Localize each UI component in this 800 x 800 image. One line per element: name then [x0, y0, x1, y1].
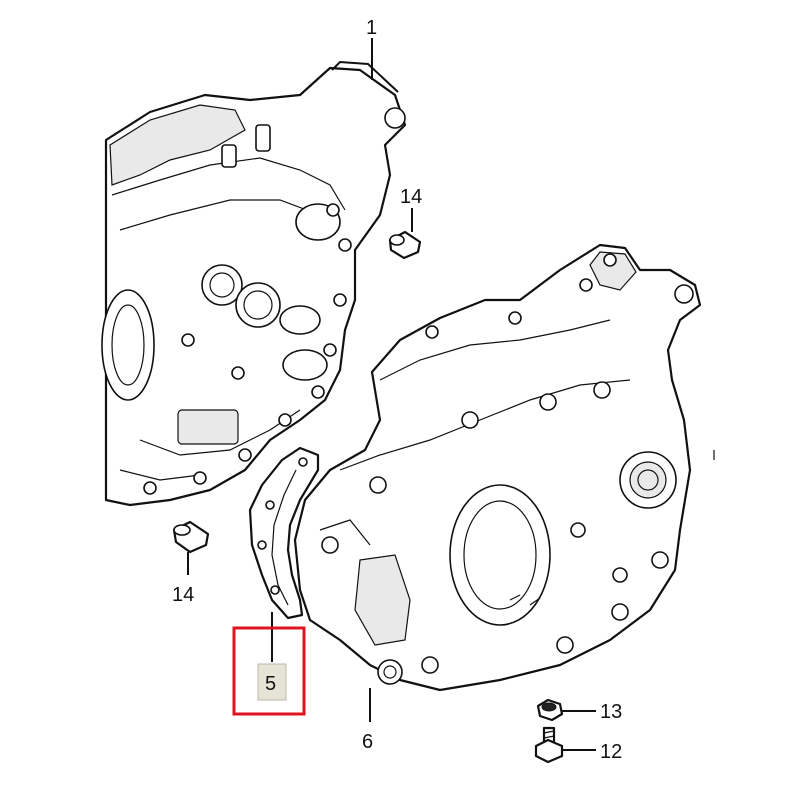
part-13-label: 13	[600, 701, 622, 723]
part-5-label: 5	[265, 673, 276, 695]
bolt-part-12	[534, 726, 596, 764]
part-5-label-box	[257, 663, 287, 701]
part-12-label: 12	[600, 741, 622, 763]
part-14-top-label: 14	[400, 186, 422, 208]
part-5-highlight-box	[232, 626, 306, 716]
right-crankcase	[293, 243, 702, 692]
crankcase-gasket	[248, 446, 320, 620]
part-14-left-label: 14	[172, 584, 194, 606]
dowel-pin-top	[388, 208, 422, 260]
part-1-label: 1	[366, 17, 377, 39]
nut-part-13	[536, 698, 596, 722]
dowel-pin-left	[172, 520, 210, 575]
part-6-label: 6	[362, 731, 373, 753]
left-crankcase	[101, 60, 407, 507]
